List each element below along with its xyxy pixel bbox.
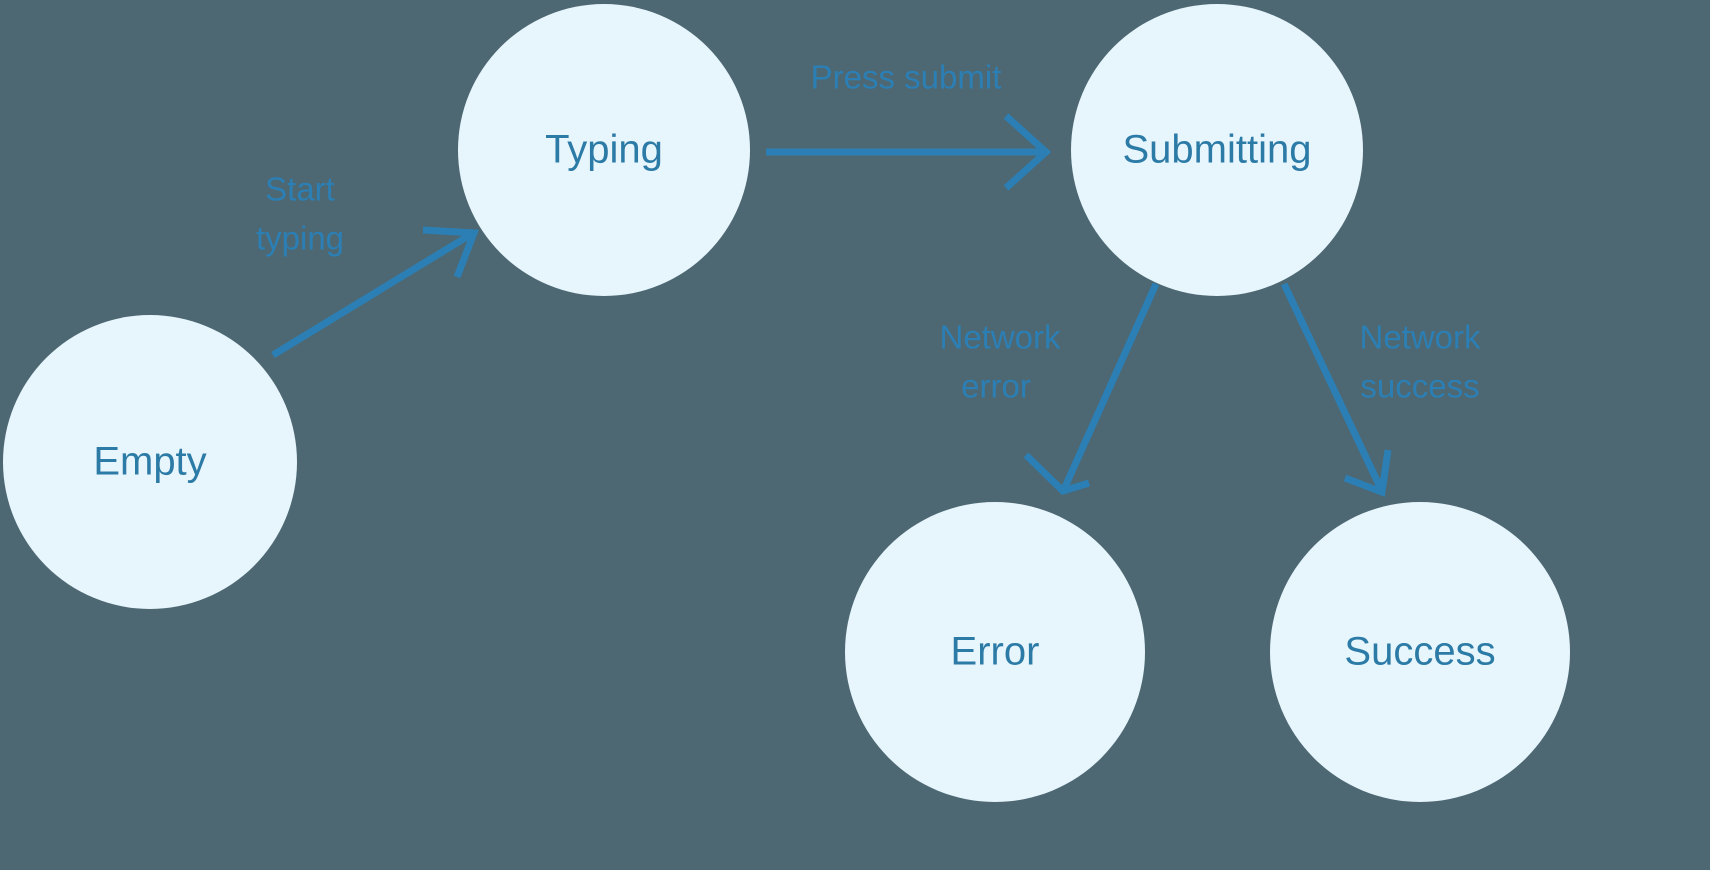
edge-label-empty-to-typing-line2: typing [256,220,344,257]
edge-submitting-to-error [1023,282,1160,495]
node-typing-circle[interactable] [458,4,750,296]
edge-label-submitting-to-success: Network success [1359,319,1481,405]
node-error[interactable]: Error [845,502,1145,802]
node-empty[interactable]: Empty [3,315,297,609]
edge-label-typing-to-submitting: Press submit [811,59,1002,96]
edge-submitting-to-error-arrowhead [1023,452,1091,495]
edge-label-empty-to-typing: Start typing [256,171,344,257]
edge-empty-to-typing [271,226,479,358]
edge-label-submitting-to-success-line2: success [1360,368,1479,405]
edge-label-typing-to-submitting-line1: Press submit [811,59,1002,96]
node-success[interactable]: Success [1270,502,1570,802]
edge-label-submitting-to-error-line1: Network [939,319,1061,356]
node-typing[interactable]: Typing [458,4,750,296]
node-success-label: Success [1344,630,1495,674]
node-success-circle[interactable] [1270,502,1570,802]
edge-submitting-to-error-line [1061,282,1160,489]
edge-label-submitting-to-error-line2: error [961,368,1031,405]
edge-empty-to-typing-line [271,232,472,358]
node-typing-label: Typing [545,128,663,172]
node-submitting-label: Submitting [1123,128,1312,172]
edge-submitting-to-success [1280,282,1392,497]
node-error-circle[interactable] [845,502,1145,802]
edge-submitting-to-success-line [1280,282,1384,489]
edge-label-submitting-to-error: Network error [939,319,1061,405]
node-submitting-circle[interactable] [1071,4,1363,296]
node-empty-circle[interactable] [3,315,297,609]
edge-label-submitting-to-success-line1: Network [1359,319,1481,356]
edge-submitting-to-success-arrowhead [1343,449,1392,497]
edge-typing-to-submitting [766,113,1052,191]
edge-typing-to-submitting-arrowhead [1003,113,1052,191]
node-empty-label: Empty [93,440,206,484]
edge-label-empty-to-typing-line1: Start [265,171,335,208]
edge-empty-to-typing-arrowhead [422,226,479,279]
node-submitting[interactable]: Submitting [1071,4,1363,296]
node-error-label: Error [951,630,1040,674]
